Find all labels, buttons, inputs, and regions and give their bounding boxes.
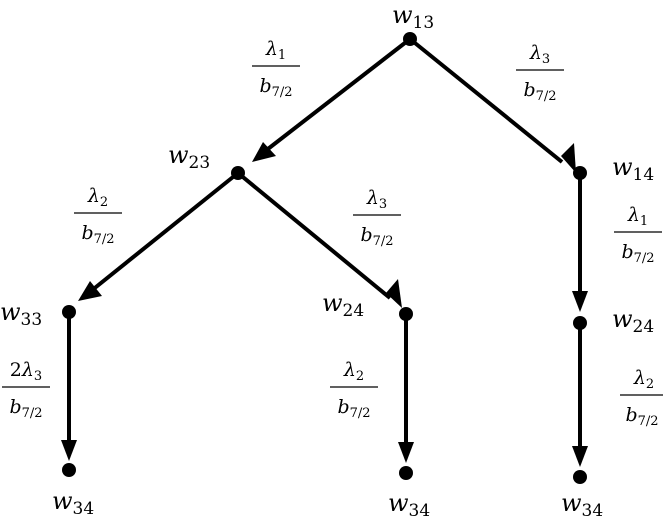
rate-numerator: λ3 <box>366 187 387 212</box>
label-w33: w33 <box>0 298 42 330</box>
arrowhead-w34a <box>61 440 77 461</box>
node-w34b <box>399 466 413 480</box>
label-w14: w14 <box>612 153 654 185</box>
label-w24b: w24 <box>612 305 654 337</box>
arrowhead-w24b <box>572 291 588 312</box>
node-w13 <box>403 32 417 46</box>
edge-w13-w23 <box>262 37 412 154</box>
label-w23: w23 <box>168 141 210 173</box>
arrowhead-w33 <box>78 281 102 301</box>
arrowhead-w14 <box>561 143 576 173</box>
edges <box>67 37 582 448</box>
edge-w23-w33 <box>89 171 240 293</box>
label-w24a: w24 <box>322 289 364 321</box>
node-w34a <box>62 463 76 477</box>
rate-fraction-e4: λ3 b7/2 <box>353 187 401 249</box>
edge-rates: λ1 b7/2 λ3 b7/2 λ2 b7/2 <box>2 38 663 429</box>
rate-numerator: λ2 <box>633 367 654 392</box>
rate-fraction-e5: λ1 b7/2 <box>614 204 662 266</box>
rate-denominator: b7/2 <box>523 79 556 104</box>
node-w34c <box>573 470 587 484</box>
rate-fraction-e1: λ1 b7/2 <box>252 38 300 100</box>
label-w34a: w34 <box>52 487 94 519</box>
label-w34c: w34 <box>561 489 603 519</box>
node-w24b <box>573 316 587 330</box>
rate-denominator: b7/2 <box>9 396 42 421</box>
arrowheads <box>61 142 588 467</box>
rate-fraction-e7: λ2 b7/2 <box>330 359 378 421</box>
node-w23 <box>231 166 245 180</box>
arrowhead-w24a <box>386 279 402 308</box>
rate-fraction-e3: λ2 b7/2 <box>74 185 122 247</box>
rate-numerator: λ2 <box>87 185 108 210</box>
rate-denominator: b7/2 <box>360 224 393 249</box>
rate-numerator: 2λ3 <box>10 359 42 384</box>
nodes <box>62 32 587 484</box>
arrowhead-w34c <box>572 446 588 467</box>
node-w14 <box>573 166 587 180</box>
rate-denominator: b7/2 <box>621 241 654 266</box>
edge-w13-w14 <box>408 37 564 164</box>
rate-denominator: b7/2 <box>81 222 114 247</box>
node-w24a <box>399 307 413 321</box>
rate-denominator: b7/2 <box>337 396 370 421</box>
arrowhead-w23 <box>252 142 276 162</box>
label-w13: w13 <box>392 1 434 33</box>
arrowhead-w34b <box>398 442 414 463</box>
node-w33 <box>62 305 76 319</box>
edge-w23-w24 <box>236 171 392 300</box>
rate-numerator: λ3 <box>529 42 550 67</box>
rate-denominator: b7/2 <box>259 75 292 100</box>
rate-fraction-e8: λ2 b7/2 <box>620 367 663 429</box>
rate-numerator: λ1 <box>265 38 286 63</box>
rate-fraction-e2: λ3 b7/2 <box>516 42 564 104</box>
rate-fraction-e6: 2λ3 b7/2 <box>2 359 50 421</box>
label-w34b: w34 <box>388 489 430 519</box>
rate-denominator: b7/2 <box>625 404 658 429</box>
rate-numerator: λ1 <box>627 204 648 229</box>
rate-numerator: λ2 <box>343 359 364 384</box>
